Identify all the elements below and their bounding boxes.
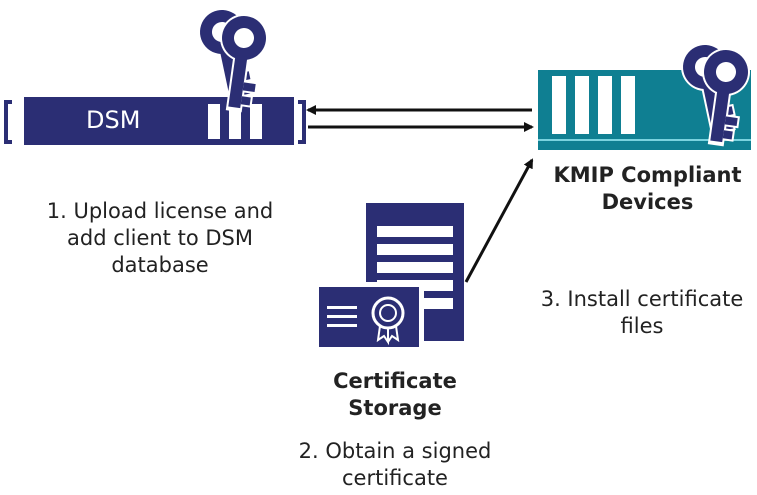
step1-line2: add client to DSM bbox=[67, 226, 253, 250]
kmip-label-line2: Devices bbox=[601, 190, 694, 214]
kmip-label: KMIP Compliant Devices bbox=[540, 162, 755, 216]
dsm-label: DSM bbox=[86, 106, 141, 134]
step2-line1: 2. Obtain a signed bbox=[298, 439, 492, 463]
certificate-storage-line1: Certificate bbox=[333, 369, 457, 393]
dsm-appliance bbox=[4, 97, 306, 145]
certificate-storage-line2: Storage bbox=[348, 396, 442, 420]
seal-icon bbox=[371, 296, 405, 346]
step3-line1: 3. Install certificate bbox=[540, 287, 744, 311]
step1-text: 1. Upload license and add client to DSM … bbox=[20, 198, 300, 279]
step2-text: 2. Obtain a signed certificate bbox=[270, 438, 520, 492]
certificate-storage-label: Certificate Storage bbox=[300, 368, 490, 422]
certificate-icon bbox=[314, 282, 424, 352]
step3-line2: files bbox=[620, 314, 664, 338]
step1-line1: 1. Upload license and bbox=[46, 199, 274, 223]
step2-line2: certificate bbox=[342, 466, 448, 490]
step3-text: 3. Install certificate files bbox=[528, 286, 756, 340]
arrow-storage-to-kmip bbox=[464, 158, 534, 283]
step1-line3: database bbox=[111, 253, 209, 277]
kmip-label-line1: KMIP Compliant bbox=[553, 163, 742, 187]
